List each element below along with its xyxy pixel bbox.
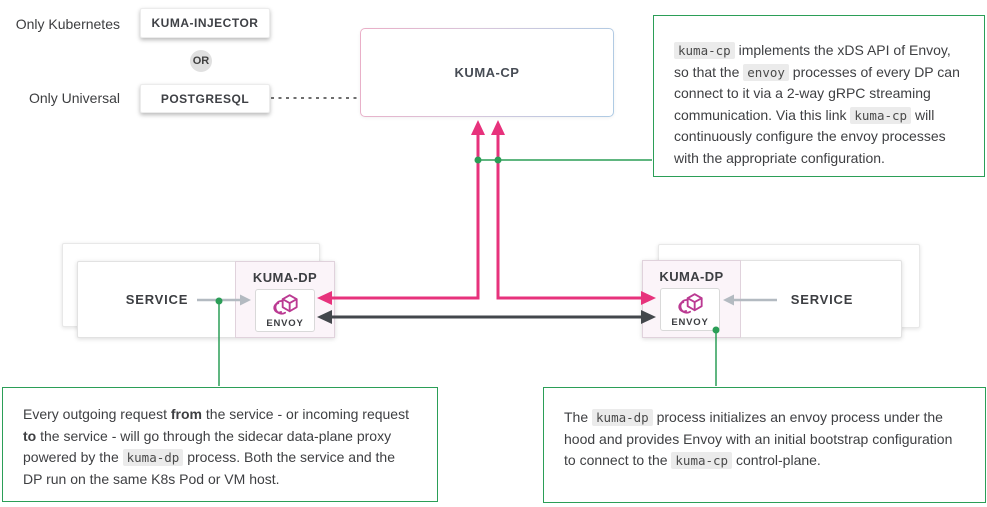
envoy-icon: [678, 292, 703, 314]
kuma-injector-box: KUMA-INJECTOR: [140, 8, 270, 38]
kuma-cp-box: KUMA-CP: [360, 28, 614, 117]
envoy-box-left: ENVOY: [255, 289, 315, 332]
annotation-bootstrap: The kuma-dp process initializes an envoy…: [543, 387, 986, 503]
kuma-dp-box-right: KUMA-DP ENVOY: [642, 260, 741, 338]
only-kubernetes-label: Only Kubernetes: [15, 16, 120, 32]
annotation-sidecar: Every outgoing request from the service …: [2, 387, 438, 502]
xds-link-right: [491, 120, 656, 305]
or-badge: OR: [190, 50, 212, 72]
postgresql-box: POSTGRESQL: [140, 84, 270, 113]
kuma-dp-box-left: KUMA-DP ENVOY: [235, 261, 335, 338]
kuma-cp-label: KUMA-CP: [361, 29, 613, 116]
envoy-icon: [273, 293, 298, 315]
annotation-connector-xds: [474, 156, 652, 164]
only-universal-label: Only Universal: [28, 90, 120, 106]
envoy-label-left: ENVOY: [266, 317, 304, 329]
service-label-left: SERVICE: [125, 292, 189, 307]
service-card-right: KUMA-DP ENVOY SERVICE: [642, 260, 902, 338]
service-label-right: SERVICE: [790, 291, 854, 307]
envoy-to-envoy-link: [317, 310, 656, 324]
kuma-dp-label-right: KUMA-DP: [659, 269, 724, 284]
kuma-dp-label-left: KUMA-DP: [252, 270, 318, 285]
xds-link-left: [317, 120, 485, 305]
envoy-box-right: ENVOY: [660, 288, 720, 331]
service-card-left: SERVICE KUMA-DP ENVOY: [77, 261, 335, 338]
envoy-label-right: ENVOY: [671, 316, 709, 328]
annotation-xds: kuma-cp implements the xDS API of Envoy,…: [653, 15, 985, 177]
